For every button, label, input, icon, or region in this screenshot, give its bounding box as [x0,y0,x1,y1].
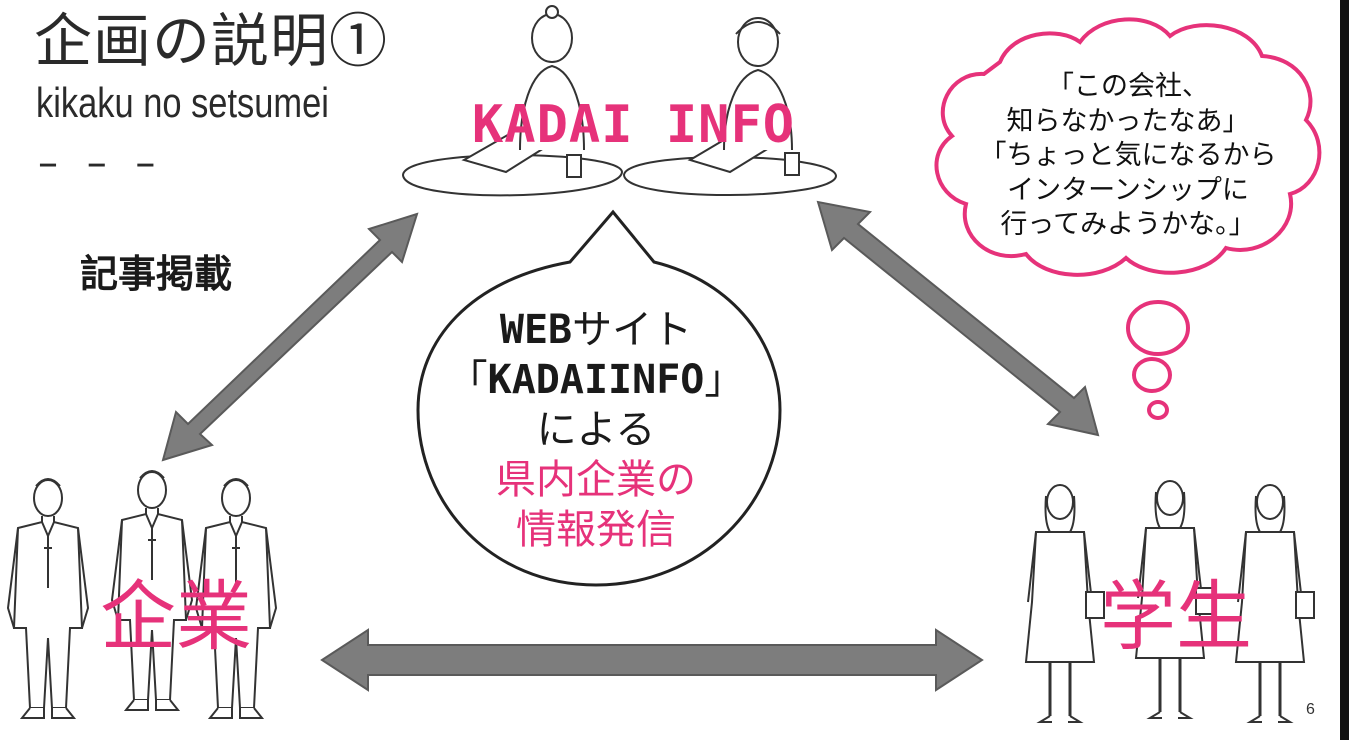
article-posting-label: 記事掲載 [80,252,233,296]
bubble-line-5: 情報発信 [516,507,676,553]
bubble-kadaiinfo-text: KADAIINFO [487,357,705,403]
kadai-info-cafe-illustration [401,5,838,197]
thought-line-1: 「この会社、 [1047,71,1209,102]
bubble-web-text: WEB [499,307,573,353]
thought-line-3: 「ちょっと気になるから [979,140,1277,171]
slide-edge-bar [1340,0,1349,740]
thought-line-5: 行ってみようかな。」 [1000,209,1256,240]
speech-bubble-text: WEBサイト 「KADAIINFO」 による 県内企業の 情報発信 [438,305,754,555]
student-label: 学生 [1100,572,1252,661]
site-student-arrow [816,200,1100,437]
thought-bubble-text: 「この会社、 知らなかったなあ」 「ちょっと気になるから インターンシップに 行… [958,70,1298,243]
thought-line-4: インターンシップに [1007,174,1249,206]
bubble-bracket-open: 「 [447,357,488,403]
thought-line-2: 知らなかったなあ」 [1006,105,1250,137]
bubble-line-1: WEBサイト [438,305,754,355]
page-number: 6 [1306,701,1315,718]
bubble-site-text: サイト [572,307,693,353]
bubble-line-3: による [536,407,656,453]
page-subtitle-romaji: kikaku no setsumei [36,79,329,126]
title-divider: – – – [38,140,164,186]
speech-bubble [416,209,782,587]
page-title: 企画の説明① [34,7,389,75]
bubble-bracket-close: 」 [704,357,745,403]
bubble-line-4: 県内企業の [496,457,696,503]
site-name-label: KADAI INFO [472,95,796,155]
company-label: 企業 [100,572,252,661]
company-site-arrow [161,212,419,462]
company-student-arrow [320,628,984,692]
bubble-line-2: 「KADAIINFO」 [438,355,754,405]
thought-bubble [934,17,1322,420]
